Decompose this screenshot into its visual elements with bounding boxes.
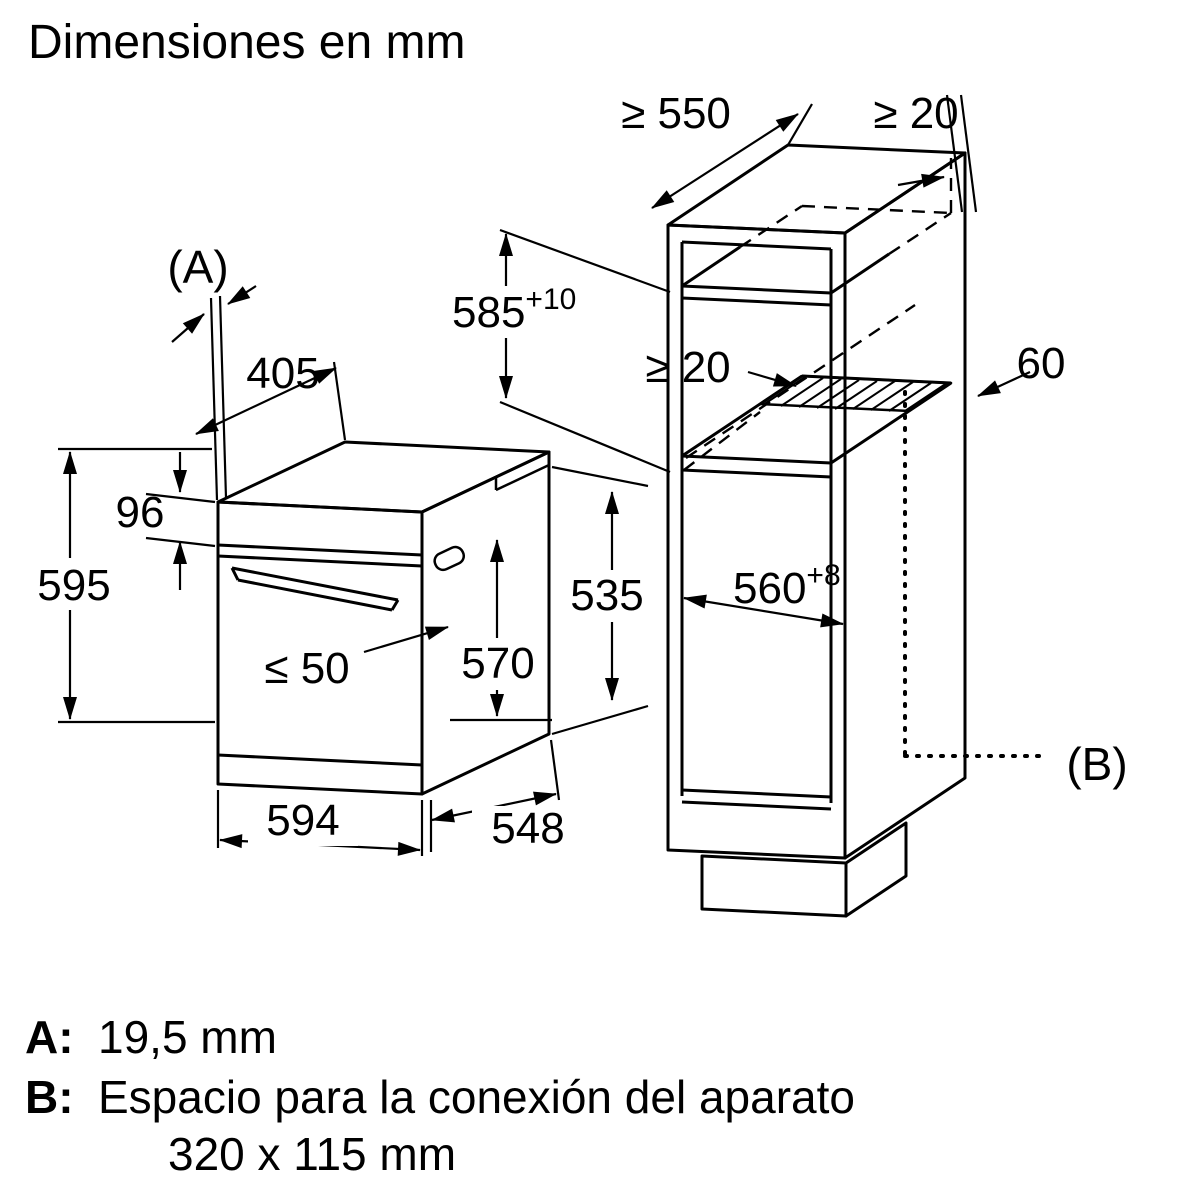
page-title: Dimensiones en mm [28, 16, 465, 69]
dim-535-label: 535 [570, 571, 643, 620]
dim-594-label: 594 [266, 796, 339, 845]
cabinet-top-face [666, 143, 967, 235]
cabinet-dimensions [499, 94, 1044, 758]
cabinet-drawing [666, 143, 967, 918]
note-b-line2: 320 x 115 mm [168, 1128, 456, 1180]
oven-dimensions [58, 285, 649, 856]
note-a: A:19,5 mm [25, 1011, 277, 1063]
dim-550-label: ≥ 550 [621, 89, 731, 138]
note-b: B:Espacio para la conexión del aparato [25, 1071, 855, 1123]
label-a: (A) [167, 241, 228, 293]
dim-20-mid-label: ≥ 20 [645, 343, 730, 392]
footnotes: A:19,5 mm B:Espacio para la conexión del… [25, 1011, 855, 1180]
labels: Dimensiones en mm (A) 405 96 595 ≤ 50 57… [28, 16, 1128, 853]
dim-585-label: 585+10 [452, 283, 576, 337]
label-backgrounds [33, 286, 653, 854]
hidden-edges [683, 158, 953, 471]
cabinet-plinth [700, 821, 908, 918]
dim-96-label: 96 [116, 488, 165, 537]
oven-right-face [420, 450, 551, 796]
dim-570-label: 570 [461, 639, 534, 688]
b-leader-dotted [903, 390, 1044, 758]
oven-step-notch [494, 463, 550, 492]
vent-cutout [758, 374, 953, 413]
dim-le50-label: ≤ 50 [264, 644, 349, 693]
dim-560-label: 560+8 [733, 559, 841, 613]
vent-hatch [762, 376, 948, 412]
label-b: (B) [1066, 738, 1127, 790]
oven-side-grip [433, 545, 466, 572]
oven-handle [230, 566, 400, 612]
dim-60-label: 60 [1017, 339, 1066, 388]
dim-405-label: 405 [246, 349, 319, 398]
dim-595-label: 595 [37, 561, 110, 610]
dim-20-top-label: ≥ 20 [873, 89, 958, 138]
oven-drawing [216, 440, 551, 796]
dim-548-label: 548 [491, 804, 564, 853]
cabinet-front-face [666, 223, 847, 860]
